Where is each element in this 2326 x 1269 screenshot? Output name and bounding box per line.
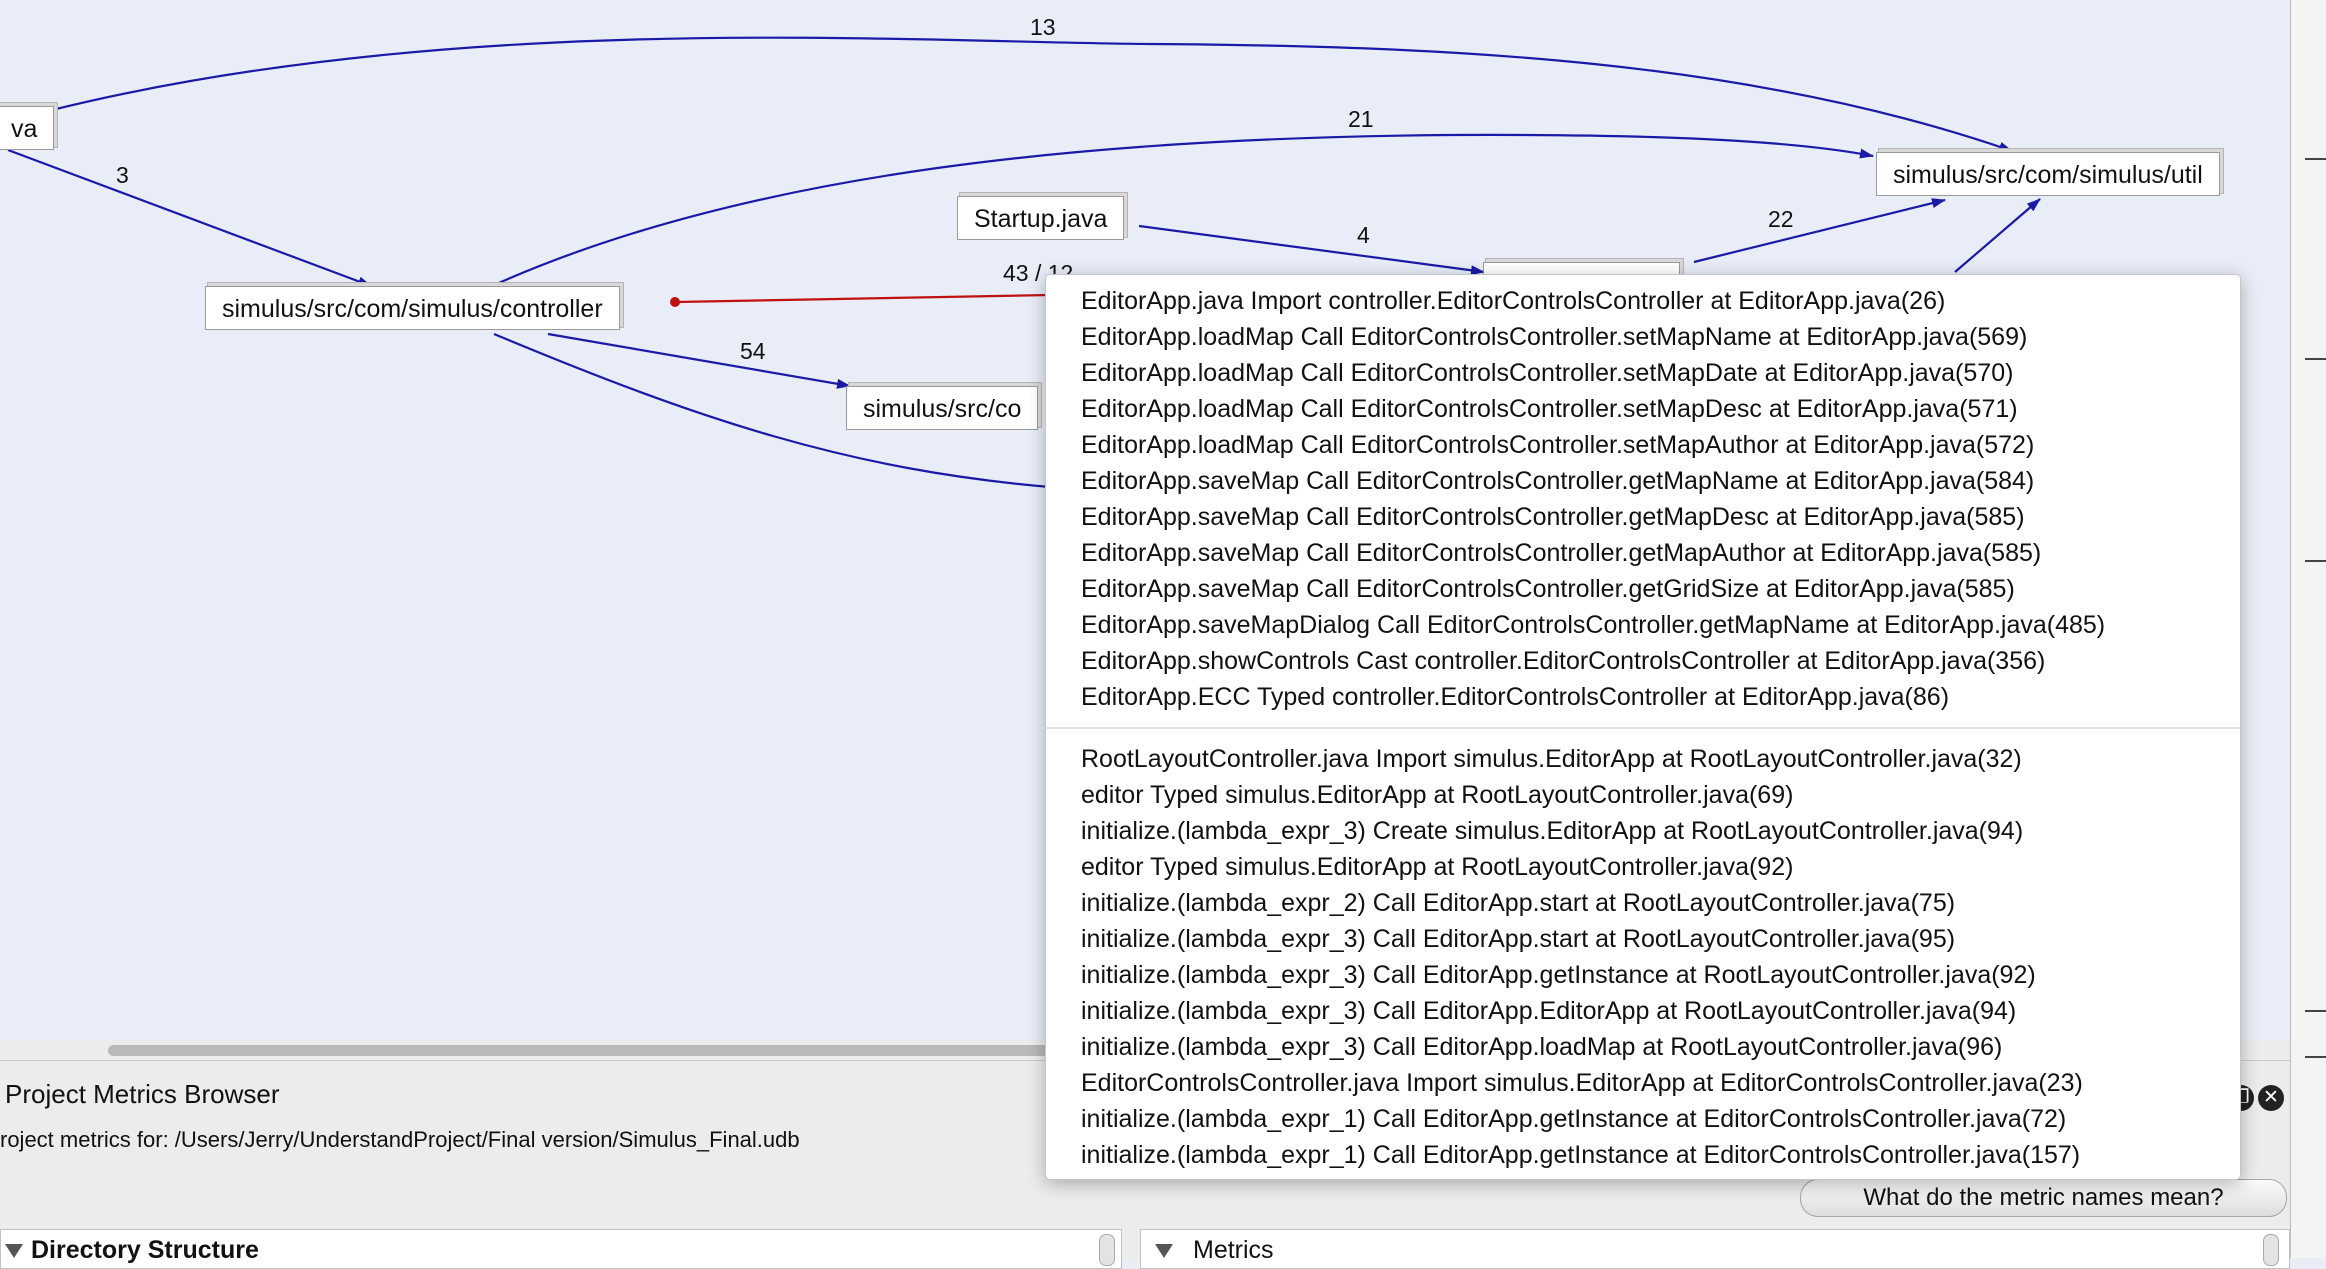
node-util[interactable]: simulus/src/com/simulus/util (1876, 152, 2220, 196)
popup-group-rootlayout: RootLayoutController.java Import simulus… (1081, 741, 2083, 1173)
right-scroll-gutter[interactable] (2290, 0, 2326, 1258)
popup-reference-item[interactable]: EditorApp.loadMap Call EditorControlsCon… (1081, 323, 2028, 351)
popup-reference-item[interactable]: EditorApp.showControls Cast controller.E… (1081, 647, 2046, 675)
popup-reference-item[interactable]: editor Typed simulus.EditorApp at RootLa… (1081, 853, 1794, 881)
popup-reference-item[interactable]: initialize.(lambda_expr_1) Call EditorAp… (1081, 1105, 2067, 1133)
edge-label-21: 21 (1348, 106, 1374, 132)
metrics-db-path: roject metrics for: /Users/Jerry/Underst… (0, 1127, 800, 1152)
edge-label-22: 22 (1768, 206, 1794, 232)
directory-structure-header[interactable]: Directory Structure (0, 1229, 1122, 1269)
edge-label-13: 13 (1030, 14, 1056, 40)
popup-reference-item[interactable]: EditorApp.loadMap Call EditorControlsCon… (1081, 431, 2035, 459)
collapse-triangle-icon[interactable] (5, 1244, 23, 1258)
popup-reference-item[interactable]: EditorApp.java Import controller.EditorC… (1081, 287, 1946, 315)
popup-reference-item[interactable]: EditorApp.ECC Typed controller.EditorCon… (1081, 683, 1950, 711)
edge-21 (491, 133, 1874, 288)
popup-reference-item[interactable]: initialize.(lambda_expr_3) Call EditorAp… (1081, 997, 2017, 1025)
edge-selected (675, 293, 1051, 304)
panel-title: Project Metrics Browser (5, 1079, 280, 1109)
edge-selected-handle (670, 297, 680, 307)
popup-reference-item[interactable]: EditorApp.saveMapDialog Call EditorContr… (1081, 611, 2106, 639)
node-left-file[interactable]: va (0, 106, 55, 150)
edge-label-3: 3 (116, 162, 129, 188)
node-src-com[interactable]: simulus/src/co (846, 386, 1039, 430)
edge-label-54: 54 (740, 338, 766, 364)
metric-names-help-button[interactable]: What do the metric names mean? (1800, 1179, 2287, 1217)
collapse-triangle-icon[interactable] (1155, 1244, 1173, 1258)
edge-lower (493, 332, 1051, 489)
popup-reference-item[interactable]: initialize.(lambda_expr_3) Call EditorAp… (1081, 1033, 2003, 1061)
popup-reference-item[interactable]: initialize.(lambda_expr_2) Call EditorAp… (1081, 889, 1956, 917)
popup-reference-item[interactable]: EditorApp.saveMap Call EditorControlsCon… (1081, 503, 2025, 531)
directory-structure-label: Directory Structure (31, 1236, 259, 1264)
graph-edges (7, 36, 2041, 489)
edge-label-4: 4 (1357, 222, 1370, 248)
popup-reference-item[interactable]: initialize.(lambda_expr_3) Call EditorAp… (1081, 961, 2036, 989)
edge-4 (1138, 224, 1485, 276)
popup-separator (1046, 727, 2240, 729)
edge-to-util (1954, 198, 2041, 273)
popup-reference-item[interactable]: EditorApp.saveMap Call EditorControlsCon… (1081, 575, 2015, 603)
scrollbar-thumb[interactable] (108, 1045, 1108, 1056)
close-icon[interactable]: ✕ (2258, 1085, 2284, 1111)
popup-reference-item[interactable]: initialize.(lambda_expr_1) Call EditorAp… (1081, 1141, 2081, 1169)
popup-reference-item[interactable]: EditorApp.loadMap Call EditorControlsCon… (1081, 359, 2014, 387)
edge-54 (547, 332, 851, 389)
dependency-details-popup: EditorApp.java Import controller.EditorC… (1045, 274, 2241, 1180)
popup-reference-item[interactable]: EditorApp.saveMap Call EditorControlsCon… (1081, 539, 2042, 567)
node-controller[interactable]: simulus/src/com/simulus/controller (205, 286, 620, 330)
popup-reference-item[interactable]: EditorControlsController.java Import sim… (1081, 1069, 2083, 1097)
popup-reference-item[interactable]: initialize.(lambda_expr_3) Call EditorAp… (1081, 925, 1956, 953)
popup-reference-item[interactable]: initialize.(lambda_expr_3) Create simulu… (1081, 817, 2024, 845)
popup-reference-item[interactable]: EditorApp.loadMap Call EditorControlsCon… (1081, 395, 2018, 423)
edge-13 (43, 36, 2013, 153)
edge-22 (1693, 198, 1946, 264)
metrics-scrollbar[interactable] (2263, 1234, 2279, 1266)
popup-reference-item[interactable]: editor Typed simulus.EditorApp at RootLa… (1081, 781, 1794, 809)
node-startup[interactable]: Startup.java (957, 196, 1125, 240)
metrics-label: Metrics (1193, 1236, 1274, 1264)
popup-group-editorapp: EditorApp.java Import controller.EditorC… (1081, 283, 2105, 715)
popup-reference-item[interactable]: EditorApp.saveMap Call EditorControlsCon… (1081, 467, 2035, 495)
edge-3 (7, 148, 372, 288)
directory-scrollbar[interactable] (1099, 1234, 1115, 1266)
popup-reference-item[interactable]: RootLayoutController.java Import simulus… (1081, 745, 2022, 773)
metrics-section-header[interactable]: Metrics (1140, 1229, 2290, 1269)
